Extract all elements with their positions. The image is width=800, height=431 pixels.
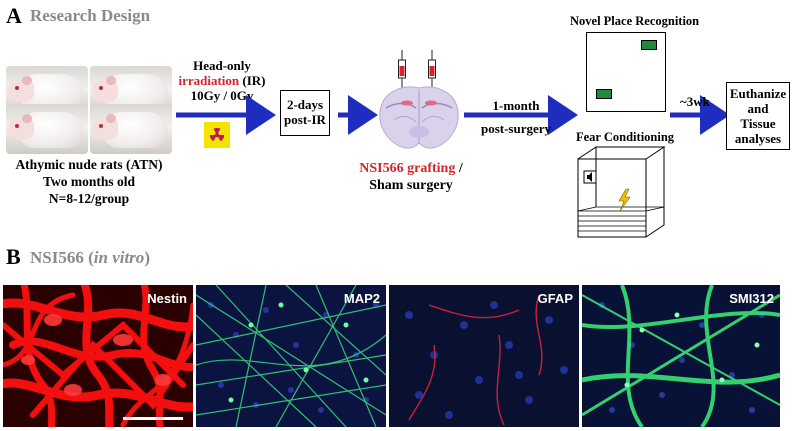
rat-image [90,104,172,154]
micrograph-nestin: Nestin [3,285,193,427]
rat-image [6,104,88,154]
micrograph-smi312: SMI312 [582,285,780,427]
fear-title: Fear Conditioning [576,130,675,144]
flow-arrows [176,95,730,135]
radiation-icon [204,122,230,148]
npr-title: Novel Place Recognition [570,14,700,28]
panel-b-title: NSI566 (in vitro) [30,248,150,267]
speaker-icon [583,170,597,184]
final-box: Euthanize and Tissue analyses [726,82,790,150]
brain-section-icon [379,50,459,149]
micrograph-map2: MAP2 [196,285,386,427]
shock-icon [618,188,631,212]
fear-chamber [577,146,666,238]
post-ir-box: 2-days post-IR [280,90,330,136]
panel-a-title: Research Design [30,6,151,25]
grafting-label: NSI566 grafting / Sham surgery [359,161,463,193]
object-marker [596,89,612,99]
post-surgery-label: 1-month post-surgery [480,98,552,136]
micrograph-label: Nestin [147,291,187,306]
micrograph-label: GFAP [537,291,573,306]
panel-a-letter: A [6,3,22,28]
irradiation-label: Head-only irradiation (IR) 10Gy / 0Gy [178,58,266,103]
scale-bar [123,417,183,420]
panel-b-letter: B [6,244,21,269]
micrograph-label: SMI312 [729,291,774,306]
micrograph-label: MAP2 [343,291,380,306]
micrograph-gfap: GFAP [389,285,579,427]
subjects-label: Athymic nude rats (ATN) Two months old N… [15,157,163,206]
object-marker [641,40,657,50]
npr-arena [586,32,666,112]
wait-label: ~3wk [680,94,710,109]
